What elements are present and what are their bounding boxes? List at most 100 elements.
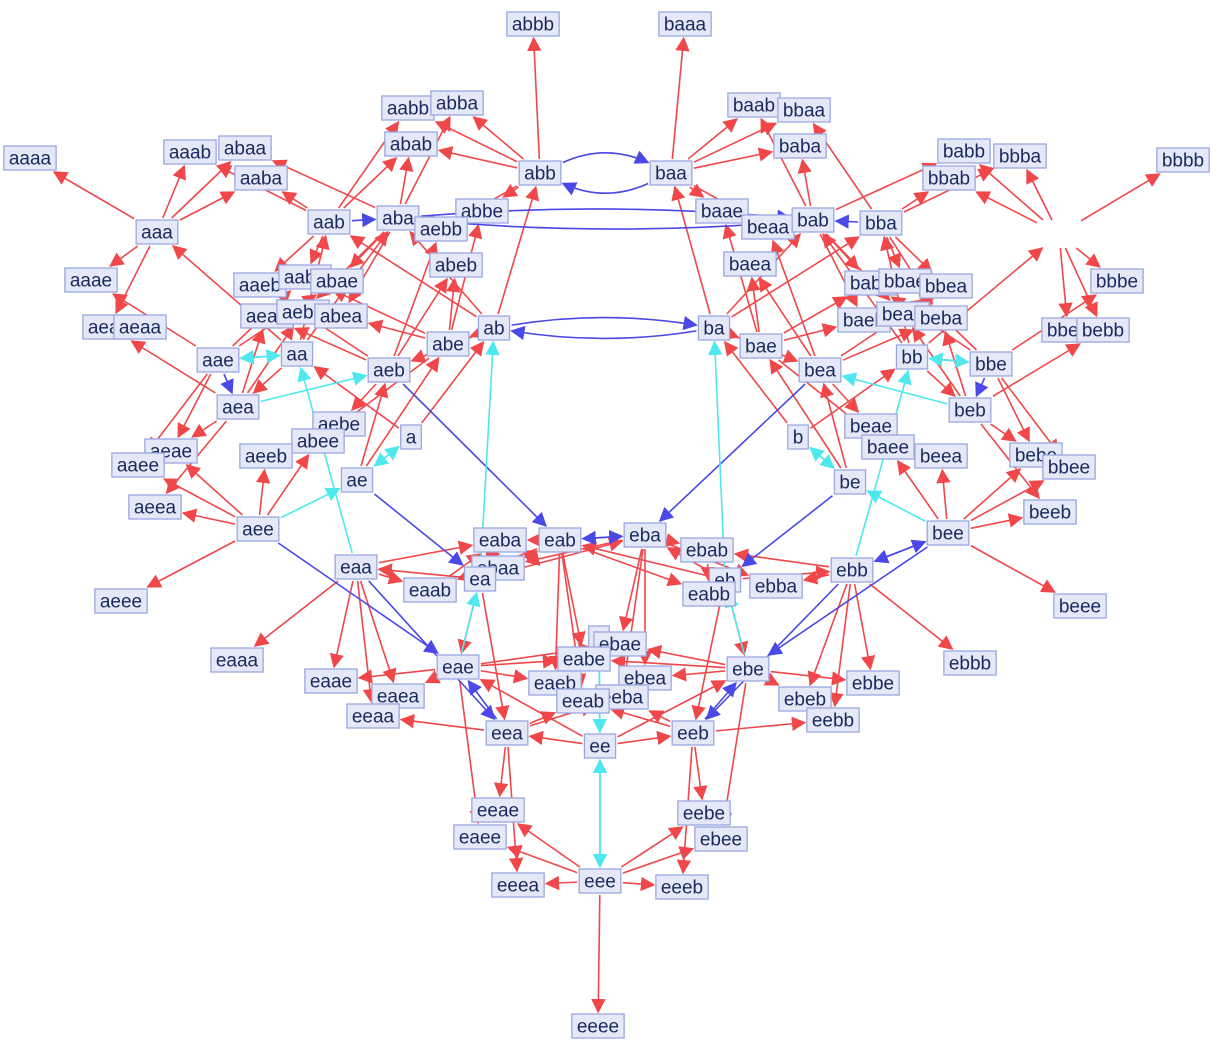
edge-ebe-to-ebeb — [763, 672, 780, 686]
node-label: abbe — [461, 202, 503, 223]
edge-abe-to-abea — [367, 319, 426, 339]
node-bbea: bbea — [919, 273, 973, 299]
node-box — [436, 654, 480, 680]
node-box — [798, 357, 842, 383]
edge-bba-to-bab — [834, 214, 859, 229]
node-ab: ab — [477, 315, 511, 341]
node-box — [846, 670, 900, 696]
node-eeee: eeee — [571, 1013, 625, 1039]
node-box — [1156, 147, 1210, 173]
node-bee: bee — [926, 520, 970, 546]
edge-baa-to-abb — [561, 182, 649, 196]
node-box — [1023, 499, 1077, 525]
node-ea: ea — [463, 566, 497, 592]
node-box — [695, 198, 749, 224]
node-baa: baa — [649, 160, 693, 186]
node-box — [346, 703, 400, 729]
edge-bbb-to-bbba — [1026, 168, 1053, 221]
edge-baa-to-baba — [693, 147, 774, 170]
node-abab: abab — [384, 131, 438, 157]
node-eab: eab — [538, 527, 582, 553]
node-box — [94, 588, 148, 614]
node-box — [571, 1013, 625, 1039]
node-box — [1042, 454, 1096, 480]
node-box — [506, 11, 560, 37]
edge-beb-to-beba — [942, 330, 967, 397]
node-eee: eee — [578, 868, 622, 894]
node-box — [463, 566, 497, 592]
edge-b-to-bb — [809, 368, 896, 430]
node-box — [914, 305, 968, 331]
node-box — [403, 577, 457, 603]
node-abba: abba — [430, 90, 484, 116]
edge-ae-to-ea — [373, 493, 464, 566]
edge-aee-to-abee — [266, 453, 310, 516]
node-label: aba — [382, 209, 414, 230]
node-label: bbba — [999, 147, 1042, 168]
edge-bba-to-bbab — [901, 191, 930, 210]
edge-ab-to-aab — [349, 235, 477, 318]
node-label: abeb — [435, 256, 477, 277]
edge-bbb-to-bbeb — [1058, 247, 1073, 318]
node-eebb: eebb — [806, 707, 860, 733]
node-box — [334, 554, 378, 580]
node-box — [307, 209, 351, 235]
node-label: beea — [920, 447, 963, 468]
edge-aae-to-aaee — [147, 373, 208, 453]
node-bba: bba — [859, 210, 903, 236]
node-box — [453, 824, 507, 850]
node-label: bbaa — [783, 101, 826, 122]
node-b: b — [787, 424, 809, 450]
node-box — [384, 131, 438, 157]
node-label: beaa — [747, 218, 790, 239]
edge-be-to-bea — [820, 382, 848, 469]
node-label: eaea — [377, 687, 420, 708]
node-box — [430, 90, 484, 116]
edge-aaa-to-aaae — [109, 245, 139, 267]
node-box — [216, 394, 260, 420]
node-box — [778, 686, 832, 712]
node-abea: abea — [314, 303, 368, 329]
node-box — [787, 424, 809, 450]
node-eeab: eeab — [556, 688, 610, 714]
node-ba: ba — [697, 315, 731, 341]
node-baba: baba — [773, 133, 827, 159]
edge-ee-to-eea — [528, 730, 583, 746]
node-label: ae — [346, 471, 367, 492]
node-label: ba — [703, 319, 725, 340]
edge-bbe-to-bebe — [997, 377, 1030, 443]
node-box — [3, 145, 57, 171]
node-aeee: aeee — [94, 588, 148, 614]
node-label: aabb — [387, 99, 429, 120]
edge-eea-to-eeab — [529, 711, 557, 725]
node-box — [310, 268, 364, 294]
edge-bea-to-beae — [832, 383, 860, 414]
node-label: bea — [804, 361, 836, 382]
node-label: eeee — [577, 1017, 619, 1038]
edge-ebab-to-eabb — [700, 563, 715, 582]
node-label: babb — [943, 142, 985, 163]
node-baab: baab — [727, 92, 781, 118]
edge-aab-to-aabe — [309, 235, 324, 265]
node-box — [859, 210, 903, 236]
node-ebbb: ebbb — [943, 650, 997, 676]
node-box — [741, 214, 795, 240]
node-box — [234, 165, 288, 191]
node-label: aa — [286, 345, 308, 366]
edge-ebe-to-ebae — [646, 644, 726, 666]
node-box — [726, 656, 770, 682]
node-eeae: eeae — [471, 797, 525, 823]
edge-ab-to-abb — [497, 185, 540, 315]
node-aab: aab — [307, 209, 351, 235]
edge-ba-to-baa — [671, 185, 711, 315]
node-aaba: aaba — [234, 165, 288, 191]
node-label: aeeb — [245, 447, 287, 468]
node-eeea: eeea — [491, 872, 545, 898]
node-label: eebe — [683, 804, 725, 825]
edge-ee-to-eeb — [617, 730, 672, 746]
edge-b-to-ba — [723, 340, 788, 424]
edge-bbe-to-bb — [928, 352, 969, 367]
node-label: aaab — [169, 143, 211, 164]
node-label: be — [839, 473, 860, 494]
node-box — [777, 97, 831, 123]
